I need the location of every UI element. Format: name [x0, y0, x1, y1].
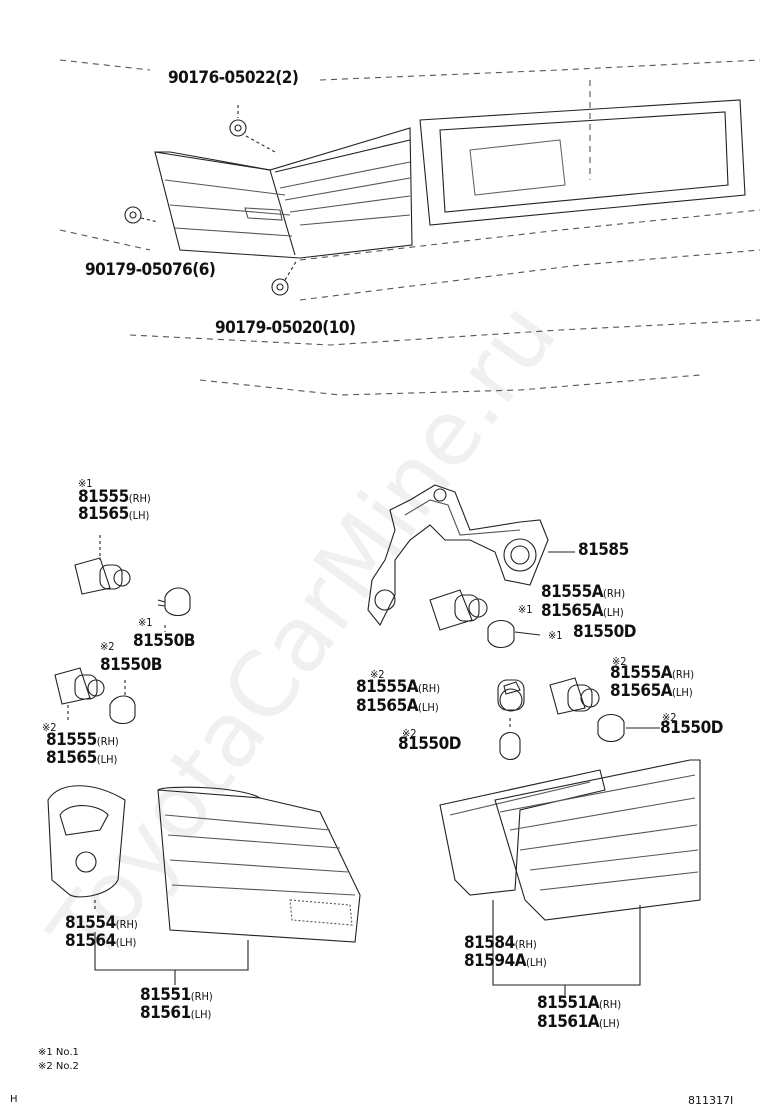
socket-icon	[74, 535, 131, 595]
note-mark: ※2	[42, 721, 57, 734]
note-mark: ※1	[78, 477, 93, 490]
note-mark: ※1	[548, 629, 563, 642]
part-label-81550B: 81550B	[133, 631, 195, 651]
part-label-81550D-no2-left: 81550D	[398, 734, 461, 754]
body-outline	[59, 59, 760, 396]
note-mark: ※2	[662, 711, 677, 724]
part-label-81565-no2: 81565(LH)	[46, 748, 118, 768]
footer-figure-id: 811317I	[688, 1094, 734, 1107]
socket-icon	[549, 677, 600, 715]
socket-icon	[429, 589, 488, 631]
legend-no2: ※2 No.2	[38, 1061, 79, 1072]
gasket-icon	[47, 785, 126, 910]
socket-icon	[54, 667, 105, 722]
part-label-90176-05022: 90176-05022(2)	[168, 68, 299, 88]
tail-lamp-lens-left	[157, 786, 361, 943]
bulb-icon	[157, 587, 191, 632]
part-label-81555A: 81555A(RH)	[541, 582, 626, 602]
callout-bracket	[94, 932, 249, 971]
note-mark: ※2	[100, 640, 115, 653]
part-label-81561A: 81561A(LH)	[537, 1012, 620, 1032]
callout-bracket	[492, 900, 641, 986]
note-mark: ※2	[612, 655, 627, 668]
legend-no1: ※1 No.1	[38, 1047, 79, 1058]
part-label-81551A: 81551A(RH)	[537, 993, 622, 1013]
gasket-icon	[439, 769, 606, 896]
note-mark: ※2	[402, 727, 417, 740]
part-label-81564: 81564(LH)	[65, 931, 137, 951]
part-label-81585: 81585	[578, 540, 629, 560]
wire-harness-icon	[367, 484, 575, 627]
part-label-81565A-no2-right: 81565A(LH)	[610, 681, 693, 701]
bulb-icon	[487, 619, 541, 649]
part-label-81550B-no2: 81550B	[100, 655, 162, 675]
part-label-81561: 81561(LH)	[140, 1003, 212, 1023]
part-label-81551: 81551(RH)	[140, 985, 213, 1005]
part-label-81555: 81555(RH)	[78, 487, 151, 507]
part-label-81550D-no2-right: 81550D	[660, 718, 723, 738]
part-label-81550D: 81550D	[573, 622, 636, 642]
part-label-81565A: 81565A(LH)	[541, 601, 624, 621]
part-label-81565: 81565(LH)	[78, 504, 150, 524]
nut-icon	[271, 259, 298, 296]
part-label-81584: 81584(RH)	[464, 933, 537, 953]
note-mark: ※2	[370, 668, 385, 681]
part-label-81594A: 81594A(LH)	[464, 951, 547, 971]
note-mark: ※1	[518, 603, 533, 616]
footer-left-code: H	[10, 1094, 18, 1105]
socket-icon	[497, 679, 525, 712]
part-label-81555A-no2-left: 81555A(RH)	[356, 677, 441, 697]
bulb-icon	[109, 680, 136, 725]
note-mark: ※1	[138, 616, 153, 629]
back-up-lamp-inner	[494, 759, 701, 921]
rear-combination-lamp-top	[154, 127, 413, 259]
part-label-81554: 81554(RH)	[65, 913, 138, 933]
part-label-81565A-no2-left: 81565A(LH)	[356, 696, 439, 716]
nut-icon	[229, 105, 276, 153]
bulb-icon	[597, 713, 660, 743]
nut-icon	[124, 206, 159, 224]
bulb-icon	[499, 718, 521, 761]
part-label-81555A-no2-right: 81555A(RH)	[610, 663, 695, 683]
center-garnish	[419, 99, 746, 226]
part-label-90179-05076: 90179-05076(6)	[85, 260, 216, 280]
part-label-81555-no2: 81555(RH)	[46, 730, 119, 750]
part-label-90179-05020: 90179-05020(10)	[215, 318, 356, 338]
